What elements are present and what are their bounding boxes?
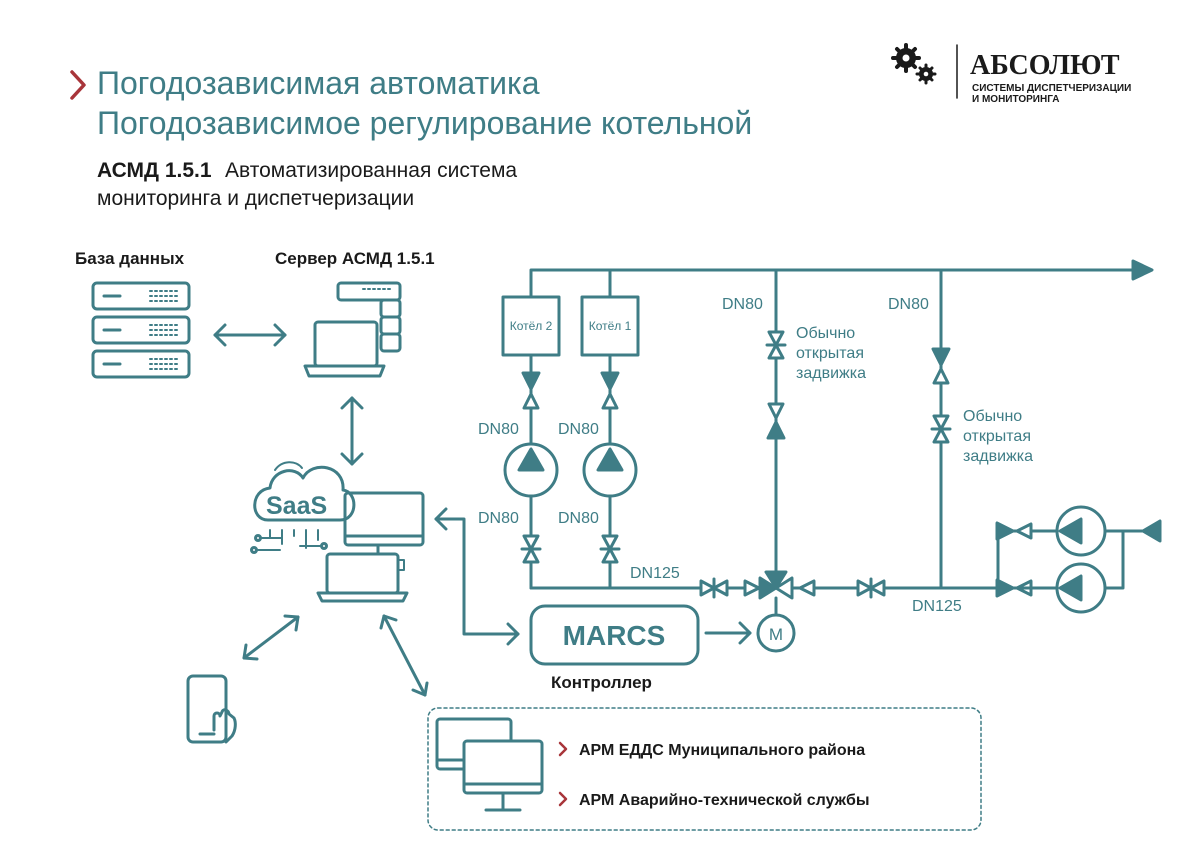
logo-name: АБСОЛЮТ [970,50,1120,81]
valve-label-line-3: задвижка [796,365,866,382]
dn80-label: DN80 [558,421,599,438]
subtitle-line-2: мониторинга и диспетчеризации [97,187,414,210]
valve-label-line-2: открытая [796,345,864,362]
return-in-arrow-icon [1141,519,1162,543]
server-label: Сервер АСМД 1.5.1 [275,249,435,268]
title-line-2: Погодозависимое регулирование котельной [97,105,752,141]
motor-icon: M [756,596,796,653]
monitor-icon [343,491,425,556]
subtitle-line-1: Автоматизированная система [225,159,517,182]
valve-label-line-3: задвижка [963,448,1033,465]
cloud-phone-arrow-icon [242,614,300,661]
database-icon [91,281,191,379]
cloud-workstation-arrow-icon [379,614,429,697]
dn80-label: DN80 [558,510,599,527]
dn125-label: DN125 [912,598,962,615]
logo-tagline-1: СИСТЕМЫ ДИСПЕТЧЕРИЗАЦИИ [972,83,1131,94]
phone-icon [186,674,237,744]
saas-label: SaaS [266,492,327,520]
controller-name: MARCS [563,620,666,651]
workstations-panel: АРМ ЕДДС Муниципального района АРМ Авари… [427,707,982,831]
valve-label-line-1: Обычно [796,325,855,342]
workstation-1-chevron-icon [558,741,568,757]
dn80-label: DN80 [478,510,519,527]
boiler-1-label: Котёл 1 [589,319,632,333]
title-chevron-icon [70,70,86,100]
controller-motor-arrow-icon [704,621,752,645]
database-label: База данных [75,249,185,268]
workstation-1-label: АРМ ЕДДС Муниципального района [579,742,865,759]
supply-out-arrow-icon [1131,259,1154,281]
motor-label: M [769,625,783,644]
controller-label: Контроллер [551,673,652,692]
cloud-controller-arrow-icon [434,507,520,646]
server-cloud-arrow-icon [340,396,364,466]
logo-tagline-2: И МОНИТОРИНГА [972,94,1059,105]
dn80-label: DN80 [478,421,519,438]
laptop-icon [316,552,409,603]
server-icon [303,281,402,378]
workstation-2-label: АРМ Аварийно-технической службы [579,792,870,809]
hydraulic-scheme: Котёл 2 Котёл 1 DN80 DN80 DN80 DN80 DN80… [478,259,1162,615]
dn125-label: DN125 [630,565,680,582]
saas-cloud-icon: SaaS [250,461,356,554]
valve-label-line-1: Обычно [963,408,1022,425]
logo: АБСОЛЮТ СИСТЕМЫ ДИСПЕТЧЕРИЗАЦИИ И МОНИТО… [891,43,1131,105]
controller-box: MARCS [529,604,700,666]
workstation-2-chevron-icon [558,791,568,807]
title-line-1: Погодозависимая автоматика [97,65,540,101]
boiler-2-label: Котёл 2 [510,319,553,333]
subtitle-bold: АСМД 1.5.1 [97,159,212,182]
valve-label-line-2: открытая [963,428,1031,445]
dn80-label: DN80 [722,296,763,313]
dn80-label: DN80 [888,296,929,313]
gears-icon [891,43,937,85]
db-server-arrow-icon [213,323,287,347]
workstation-monitors-icon [435,717,544,812]
